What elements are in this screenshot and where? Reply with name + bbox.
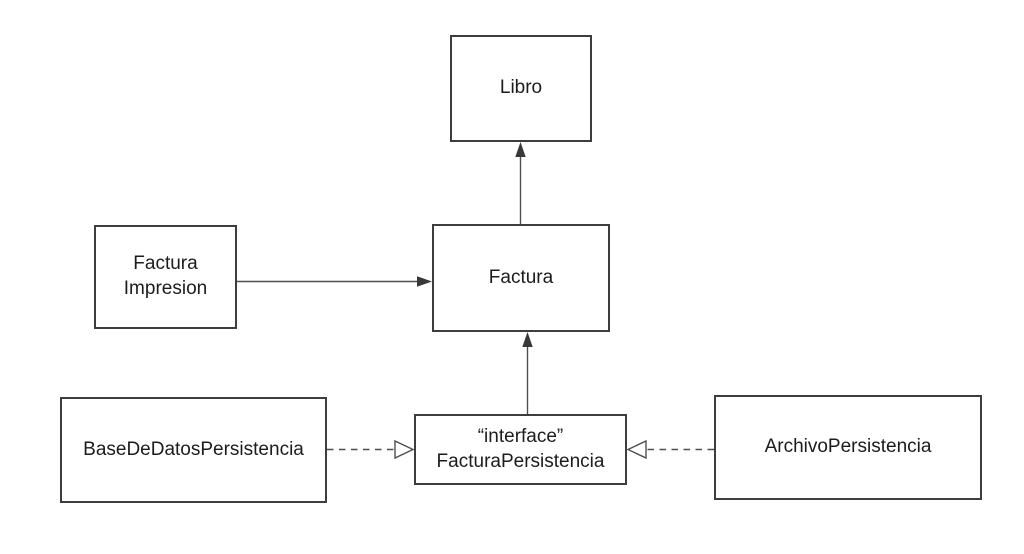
node-factura-impresion: Factura Impresion <box>94 225 237 329</box>
node-libro-label: Libro <box>499 77 543 99</box>
node-factura-impresion-label-line1: Factura <box>133 253 198 275</box>
node-factura-impresion-label-line2: Impresion <box>123 278 208 299</box>
node-factura: Factura <box>432 224 610 332</box>
edge-archivo-persistencia-to-factura-persistencia <box>626 439 714 460</box>
edge-factura-to-libro <box>515 142 526 224</box>
node-archivo-persistencia-label: ArchivoPersistencia <box>764 436 932 458</box>
node-base-de-datos-persistencia: BaseDeDatosPersistencia <box>60 397 327 503</box>
node-factura-persistencia: “interface” FacturaPersistencia <box>414 414 627 485</box>
edge-factura-persistencia-to-factura <box>522 332 533 414</box>
node-libro: Libro <box>450 35 592 142</box>
node-factura-persistencia-stereotype: “interface” <box>477 425 564 447</box>
node-base-de-datos-persistencia-label: BaseDeDatosPersistencia <box>83 438 304 460</box>
node-archivo-persistencia: ArchivoPersistencia <box>714 395 982 500</box>
edge-factura-impresion-to-factura <box>237 276 432 287</box>
edge-base-de-datos-persistencia-to-factura-persistencia <box>327 439 415 460</box>
node-factura-label: Factura <box>488 266 554 288</box>
node-factura-persistencia-label: FacturaPersistencia <box>436 450 605 472</box>
